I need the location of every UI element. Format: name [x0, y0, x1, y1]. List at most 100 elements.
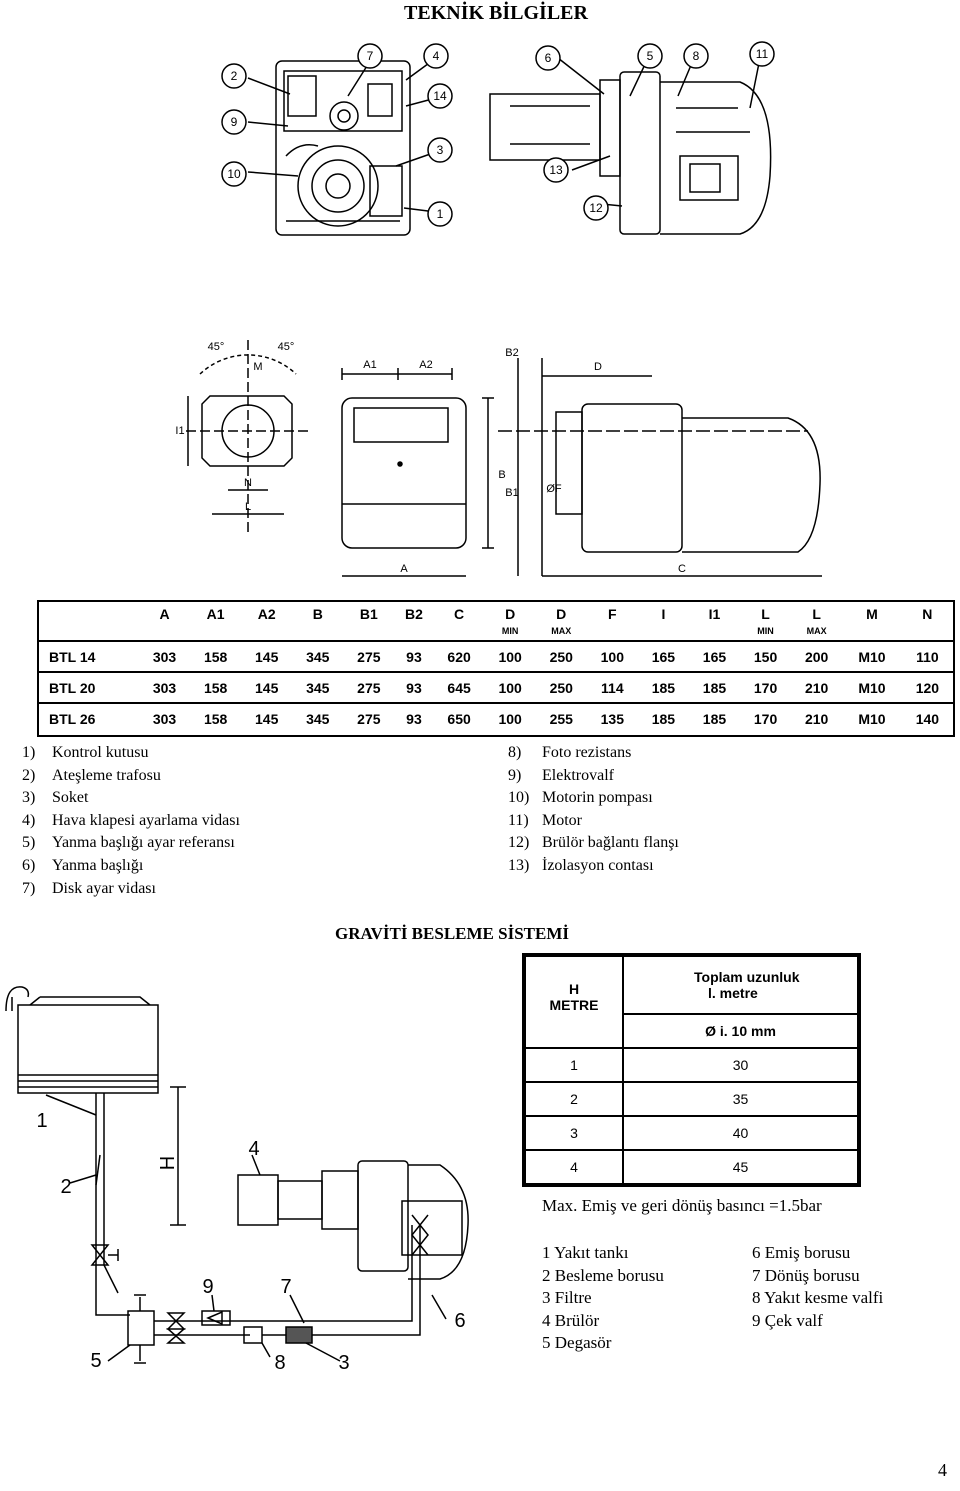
header-cell: B2	[405, 606, 423, 622]
list-item: 5)Yanma başlığı ayar referansı	[22, 832, 240, 855]
table-cell: 30	[622, 1047, 859, 1083]
item-number: 6)	[22, 856, 36, 874]
callout-7: 7	[367, 49, 374, 63]
table-cell: 2	[524, 1081, 624, 1117]
item-number: 2)	[22, 766, 36, 784]
subheader-cell	[394, 626, 433, 641]
header-cell: L	[761, 606, 770, 622]
list-item: 1)Kontrol kutusu	[22, 742, 240, 765]
label-2: 2	[60, 1176, 71, 1198]
table-cell: 620	[433, 640, 485, 672]
subheader-cell: MIN	[501, 626, 519, 636]
item-number: 10)	[508, 789, 530, 807]
list-item: 4)Hava klapesi ayarlama vidası	[22, 810, 240, 833]
item-label: Hava klapesi ayarlama vidası	[52, 811, 240, 829]
total-length-header: Toplam uzunluk l. metre	[622, 955, 859, 1014]
header-cell: N	[922, 606, 933, 622]
label-angle-left: 45°	[208, 341, 225, 353]
subheader-cell	[343, 626, 394, 641]
legend-item: 7 Dönüş borusu	[752, 1265, 860, 1285]
table-cell: 345	[292, 702, 344, 733]
table-cell: 158	[190, 702, 242, 733]
table-cell: 45	[622, 1149, 859, 1185]
table-cell: 100	[484, 640, 536, 672]
list-item: 9)Elektrovalf	[508, 765, 679, 788]
table-corner-sub	[39, 626, 139, 641]
label-a2: A2	[419, 359, 432, 371]
total-header-line: Toplam uzunluk	[694, 969, 800, 985]
table-cell: 210	[791, 702, 843, 733]
subheader-cell	[190, 626, 241, 641]
dimension-table: A A1 A2 B B1 B2 C D D F I I1 L L M N M	[37, 600, 955, 737]
subheader-cell	[638, 626, 689, 641]
table-cell: 250	[535, 671, 587, 703]
table-cell: 185	[637, 671, 689, 703]
item-label: İzolasyon contası	[542, 856, 654, 874]
gravity-feed-drawing: H 1 2 4 9 7 6 5 8 3	[0, 975, 480, 1385]
label-m: M	[253, 361, 262, 373]
item-label: Brülör bağlantı flanşı	[542, 834, 679, 852]
max-pressure-note: Max. Emiş ve geri dönüş basıncı =1.5bar	[542, 1196, 822, 1215]
list-item: 11)Motor	[508, 810, 679, 833]
label-i1: I1	[175, 425, 184, 437]
header-cell: M	[866, 606, 878, 622]
subheader-cell: MAX	[806, 626, 827, 636]
table-cell: 250	[535, 640, 587, 672]
header-cell: I	[661, 606, 666, 622]
model-name: BTL 20	[39, 671, 139, 703]
subheader-cell	[139, 626, 190, 641]
label-b: B	[498, 469, 505, 481]
table-cell: M10	[842, 671, 902, 703]
table-cell: 3	[524, 1115, 624, 1151]
model-name: BTL 26	[39, 702, 139, 733]
label-h: H	[157, 1156, 179, 1170]
header-cell: F	[608, 606, 617, 622]
table-cell: 185	[688, 671, 741, 703]
table-cell: 345	[292, 640, 344, 672]
header-cell: A	[159, 606, 170, 622]
legend-item: 6 Emiş borusu	[752, 1243, 851, 1262]
item-number: 7)	[22, 879, 36, 897]
label-4: 4	[248, 1138, 259, 1160]
burner-parts-drawing: 2 9 10 7 4 14 3 1 6 5 8 11 13 12	[210, 36, 790, 246]
label-7: 7	[280, 1276, 291, 1298]
page-title: TEKNİK BİLGİLER	[404, 2, 588, 24]
label-b1: B1	[505, 487, 518, 499]
legend-item: 3 Filtre	[542, 1288, 592, 1308]
subheader-cell	[689, 626, 740, 641]
table-cell: 145	[241, 671, 293, 703]
table-cell: 185	[688, 702, 741, 733]
label-1: 1	[36, 1110, 47, 1132]
table-cell: 303	[139, 702, 191, 733]
header-cell: L	[812, 606, 821, 622]
table-cell: 650	[433, 702, 485, 733]
table-cell: 93	[394, 702, 434, 733]
parts-list-left: 1)Kontrol kutusu 2)Ateşleme trafosu 3)So…	[22, 742, 240, 900]
table-corner	[39, 602, 139, 626]
callout-8: 8	[693, 49, 700, 63]
item-number: 13)	[508, 856, 530, 874]
list-item: 7)Disk ayar vidası	[22, 878, 240, 901]
table-cell: 100	[586, 640, 638, 672]
table-cell: 35	[622, 1081, 859, 1117]
table-cell: 200	[791, 640, 843, 672]
callout-4: 4	[433, 49, 440, 63]
callout-3: 3	[437, 143, 444, 157]
callout-9: 9	[231, 115, 238, 129]
callout-2: 2	[231, 69, 238, 83]
item-number: 12)	[508, 834, 530, 852]
label-l: L	[245, 501, 251, 513]
label-9: 9	[202, 1276, 213, 1298]
h-header: H METRE	[524, 955, 624, 1049]
label-5: 5	[90, 1350, 101, 1372]
callout-5: 5	[647, 49, 654, 63]
item-number: 5)	[22, 834, 36, 852]
callout-13: 13	[549, 163, 563, 177]
header-cell: D	[505, 606, 516, 622]
header-cell: C	[454, 606, 465, 622]
table-cell: 135	[586, 702, 638, 733]
subheader-cell	[587, 626, 638, 641]
label-c: C	[678, 563, 686, 575]
table-row: BTL 20 303 158 145 345 275 93 645 100 25…	[39, 671, 953, 703]
header-cell: A1	[206, 606, 225, 622]
